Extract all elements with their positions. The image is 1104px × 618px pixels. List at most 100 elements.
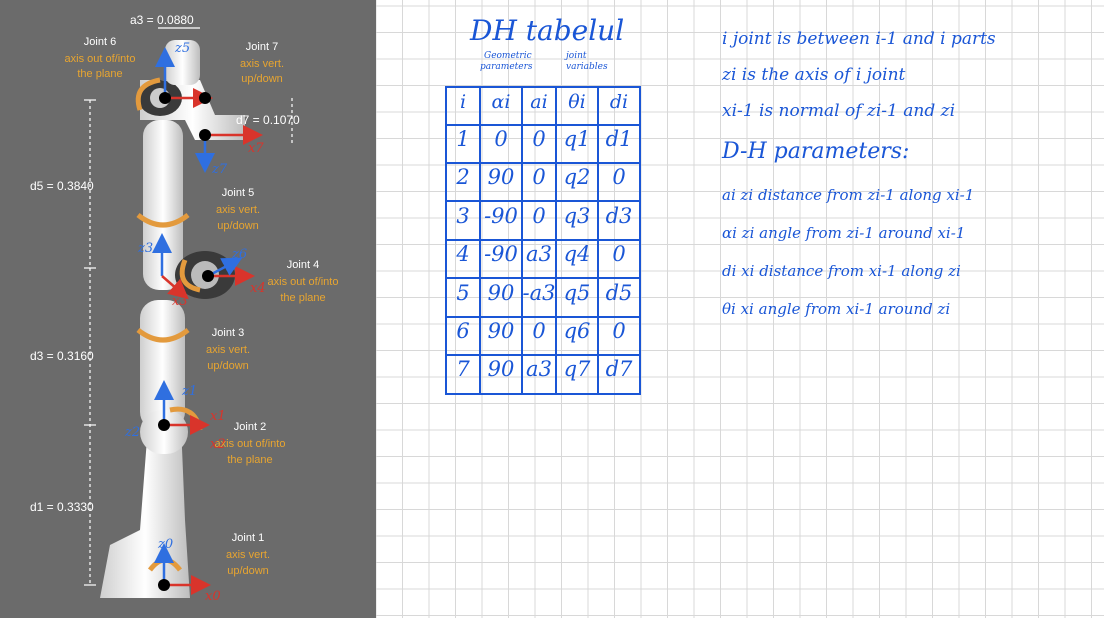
dh-table — [445, 86, 641, 395]
joint-7-title: Joint 7 — [246, 41, 278, 53]
subtitle-geometric-2: parameters — [480, 62, 533, 72]
table-cell: a3 — [526, 357, 552, 381]
table-cell: -a3 — [523, 281, 556, 305]
table-cell: 2 — [455, 165, 469, 189]
table-cell: d3 — [606, 204, 633, 228]
table-cell: 5 — [456, 281, 469, 305]
table-cell: 0 — [532, 165, 545, 189]
joint-6-desc-1: axis out of/into — [65, 53, 136, 65]
table-cell: 0 — [612, 319, 625, 343]
joint-3-desc-1: axis vert. — [206, 344, 250, 356]
note-line-5: ai zi distance from zi-1 along xi-1 — [722, 186, 974, 204]
table-header-cell: ai — [530, 91, 547, 113]
dh-notes: DH tabelul Geometric parameters joint va… — [445, 14, 996, 395]
table-cell: -90 — [484, 204, 518, 228]
table-cell: d1 — [606, 127, 633, 151]
label-z7: z7 — [211, 162, 228, 177]
table-cell: q3 — [564, 204, 591, 228]
joint-2-title: Joint 2 — [234, 421, 266, 433]
joint-1-desc-2: up/down — [227, 565, 269, 577]
dim-d1: d1 = 0.3330 — [30, 500, 94, 514]
joint-4-desc-2: the plane — [280, 292, 325, 304]
label-x3: x3 — [172, 294, 188, 309]
joint-7-desc-2: up/down — [241, 73, 283, 85]
label-z5: z5 — [174, 41, 190, 56]
joint-6-label: Joint 6 axis out of/into the plane — [65, 36, 136, 80]
table-cell: 90 — [488, 281, 515, 305]
table-cell: -90 — [484, 242, 518, 266]
note-line-3: xi-1 is normal of zi-1 and zi — [722, 101, 955, 121]
joint-2-desc-1: axis out of/into — [215, 438, 286, 450]
joint-3-title: Joint 3 — [212, 327, 244, 339]
label-z0: z0 — [157, 537, 173, 552]
table-cell: q6 — [564, 319, 591, 343]
frame-labels: z7 x7 z5 z6 z3 x3 z1 x1 z2 x2 x4 z0 x0 — [124, 41, 266, 604]
table-cell: 90 — [488, 165, 515, 189]
grid-lines — [375, 0, 1104, 618]
table-cell: q2 — [564, 165, 591, 189]
table-cell: 3 — [456, 204, 469, 228]
joint-origins — [158, 92, 214, 591]
label-z6: z6 — [231, 247, 247, 262]
joint-5-desc-2: up/down — [217, 220, 259, 232]
joint-7-desc-1: axis vert. — [240, 58, 284, 70]
table-cell: 0 — [532, 127, 545, 151]
subtitle-joint-2: variables — [566, 62, 608, 72]
table-cell: 7 — [456, 357, 470, 381]
note-line-7: di xi distance from xi-1 along zi — [722, 262, 961, 280]
label-x2: x2 — [210, 437, 226, 452]
table-cell: 90 — [488, 357, 515, 381]
joint-4-desc-1: axis out of/into — [268, 276, 339, 288]
table-cell: d5 — [606, 281, 633, 305]
table-cell: 90 — [488, 319, 515, 343]
table-cell: 0 — [532, 204, 545, 228]
joint-5-title: Joint 5 — [222, 187, 254, 199]
dim-d3: d3 = 0.3160 — [30, 349, 94, 363]
joint-7-label: Joint 7 axis vert. up/down — [240, 41, 284, 85]
joint-4-title: Joint 4 — [287, 259, 319, 271]
dim-d7: d7 = 0.1070 — [236, 113, 300, 127]
note-line-6: αi zi angle from zi-1 around xi-1 — [722, 224, 965, 242]
label-x0: x0 — [205, 589, 221, 604]
subtitle-joint-1: joint — [564, 51, 587, 61]
table-cell: 0 — [612, 165, 625, 189]
label-x7: x7 — [248, 141, 264, 156]
table-cell: d7 — [606, 357, 633, 381]
table-cell: 0 — [494, 127, 507, 151]
table-header-cell: θi — [568, 91, 586, 113]
label-x1: x1 — [210, 409, 226, 424]
table-header-cell: di — [610, 91, 628, 113]
joint-4-label: Joint 4 axis out of/into the plane — [268, 259, 339, 304]
table-cell: 6 — [456, 319, 469, 343]
joint-1-title: Joint 1 — [232, 532, 264, 544]
table-cell: q5 — [564, 281, 591, 305]
table-cell: q7 — [564, 357, 591, 381]
note-line-8: θi xi angle from xi-1 around zi — [722, 300, 950, 318]
joint-2-label: Joint 2 axis out of/into the plane — [215, 421, 286, 466]
table-cell: q1 — [564, 127, 591, 151]
joint-3-desc-2: up/down — [207, 360, 249, 372]
label-z2: z2 — [124, 425, 140, 440]
joint-5-desc-1: axis vert. — [216, 204, 260, 216]
joint-2-desc-2: the plane — [227, 454, 272, 466]
table-cell: q4 — [564, 242, 591, 266]
joint-1-label: Joint 1 axis vert. up/down — [226, 532, 270, 577]
table-cell: a3 — [526, 242, 552, 266]
table-cell: 1 — [456, 127, 469, 151]
label-z1: z1 — [181, 384, 197, 399]
joint-1-desc-1: axis vert. — [226, 549, 270, 561]
joint-6-desc-2: the plane — [77, 68, 122, 80]
label-x4: x4 — [250, 281, 266, 296]
note-line-4: D-H parameters: — [721, 139, 909, 164]
note-line-1: i joint is between i-1 and i parts — [722, 29, 996, 49]
table-cell: 0 — [612, 242, 625, 266]
joint-6-title: Joint 6 — [84, 36, 116, 48]
dim-d5: d5 = 0.3840 — [30, 179, 94, 193]
table-cell: 0 — [532, 319, 545, 343]
joint-3-label: Joint 3 axis vert. up/down — [206, 327, 250, 372]
dh-title: DH tabelul — [469, 14, 624, 47]
table-cell: 4 — [455, 242, 469, 266]
dimension-lines — [84, 27, 293, 586]
